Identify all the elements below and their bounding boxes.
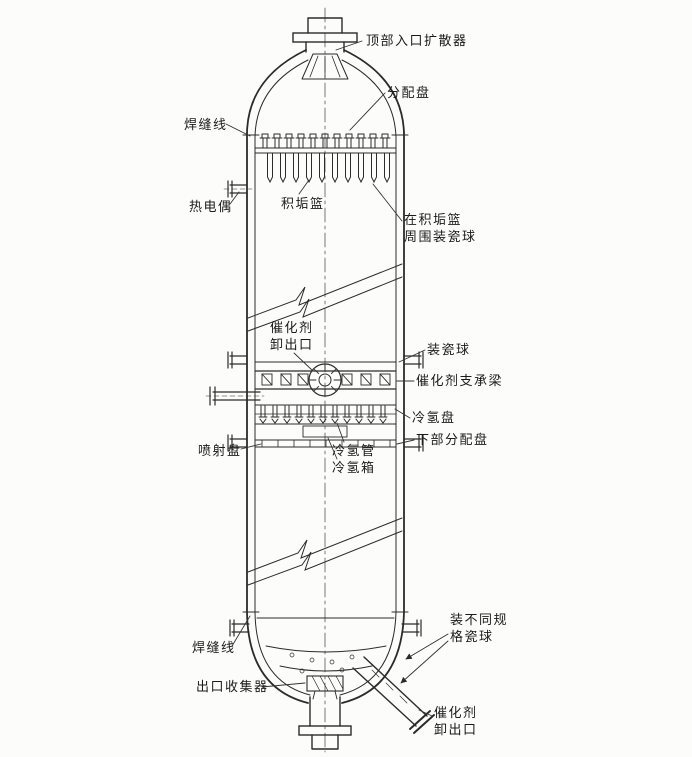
label-balls-around-basket: 在积垢篮 周围装瓷球 bbox=[404, 212, 477, 246]
outlet-collector-box bbox=[306, 675, 344, 700]
side-catalyst-discharge-nozzle bbox=[352, 656, 435, 734]
label-line: 卸出口 bbox=[434, 723, 478, 738]
label-line: 周围装瓷球 bbox=[404, 230, 477, 245]
label-cold-hydrogen-box: 冷氢箱 bbox=[332, 461, 376, 476]
manway-circle bbox=[308, 363, 342, 397]
scale-baskets bbox=[267, 152, 390, 183]
break-lines-upper bbox=[247, 263, 403, 332]
label-line: 催化剂 bbox=[270, 321, 314, 336]
label-catalyst-support-beam: 催化剂支承梁 bbox=[416, 374, 504, 389]
label-load-ceramic-balls: 装瓷球 bbox=[427, 343, 471, 358]
catalyst-unload-pipe bbox=[205, 386, 265, 406]
mid-left-nozzle-upper bbox=[227, 351, 248, 369]
label-line: 卸出口 bbox=[270, 338, 314, 353]
label-line: 催化剂 bbox=[434, 706, 478, 721]
label-top-inlet-diffuser: 顶部入口扩散器 bbox=[366, 34, 468, 49]
leader-lines bbox=[225, 40, 449, 717]
label-cold-hydrogen-tray: 冷氢盘 bbox=[412, 411, 456, 426]
bottom-outlet-nozzle bbox=[298, 696, 352, 750]
label-outlet-collector: 出口收集器 bbox=[196, 680, 269, 695]
label-cold-hydrogen-pipe: 冷氢管 bbox=[332, 444, 376, 459]
label-weld-line-bottom: 焊缝线 bbox=[192, 641, 236, 656]
label-catalyst-outlet-bottom: 催化剂 卸出口 bbox=[434, 705, 478, 739]
bottom-internals bbox=[256, 617, 395, 674]
label-line: 在积垢篮 bbox=[404, 213, 463, 228]
weld-seam-marks bbox=[242, 134, 409, 613]
catalyst-support-beam-tray bbox=[254, 363, 397, 397]
label-weld-line-top: 焊缝线 bbox=[184, 118, 228, 133]
label-scale-basket: 积垢篮 bbox=[281, 197, 325, 212]
top-distribution-tray bbox=[254, 147, 397, 154]
label-line: 格瓷球 bbox=[450, 630, 494, 645]
bottom-right-nozzle bbox=[401, 619, 422, 637]
vessel-shell-inner bbox=[254, 59, 397, 696]
thermocouple-nozzle bbox=[223, 180, 253, 198]
cold-hydrogen-box bbox=[302, 425, 348, 438]
label-thermocouple: 热电偶 bbox=[189, 200, 233, 215]
lower-distribution-tray bbox=[254, 439, 397, 448]
label-catalyst-outlet-mid: 催化剂 卸出口 bbox=[270, 320, 314, 354]
break-lines-lower bbox=[247, 517, 403, 586]
mid-right-nozzle-upper bbox=[403, 351, 424, 369]
inlet-diffuser bbox=[301, 53, 349, 80]
vessel-shell-outer bbox=[246, 49, 405, 704]
label-distribution-tray: 分配盘 bbox=[387, 86, 431, 101]
label-different-size-balls: 装不同规 格瓷球 bbox=[450, 612, 508, 646]
label-spray-tray: 喷射盘 bbox=[198, 444, 242, 459]
label-line: 装不同规 bbox=[450, 613, 509, 628]
quench-tray-caps bbox=[258, 405, 388, 424]
label-lower-distribution-tray: 下部分配盘 bbox=[416, 433, 489, 448]
